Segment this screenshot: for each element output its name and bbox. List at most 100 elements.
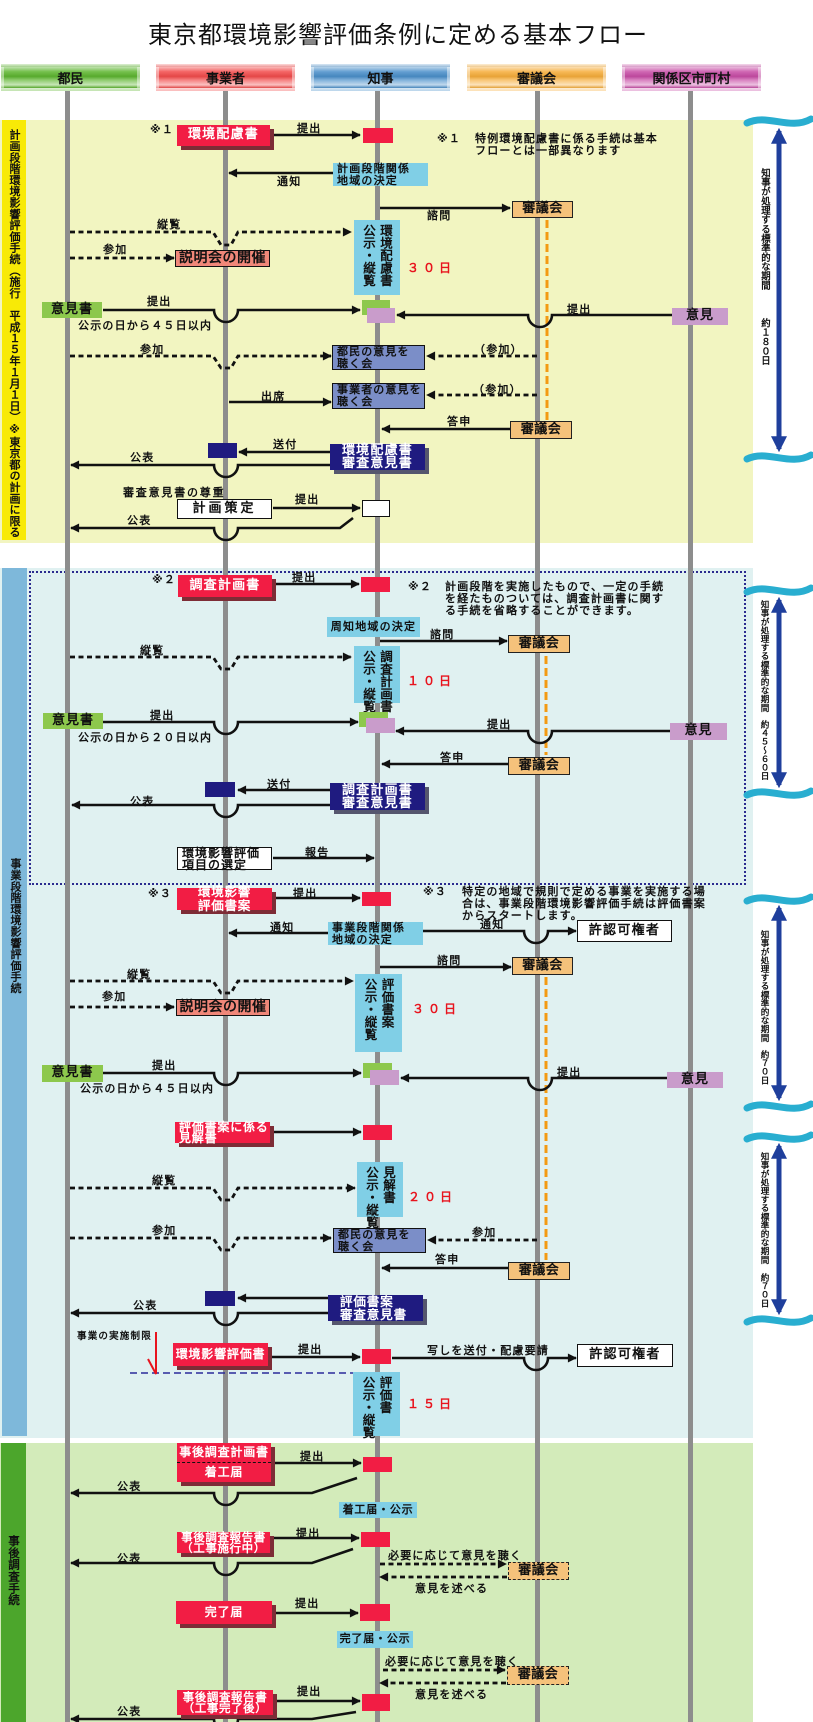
arrow-citizen-opinion — [103, 305, 361, 324]
council-participate-label: 参加 — [472, 1226, 497, 1239]
period-bracket-wave — [743, 115, 813, 127]
municipal-opinion-box: 意見 — [672, 308, 728, 325]
public-notice-text: 調査計画書 公示・縦覧 — [361, 650, 393, 713]
citizen-opinion-box: 意見書 — [42, 302, 102, 318]
arrow-inspection — [70, 227, 352, 247]
send-label: 送付 — [273, 438, 298, 451]
publish-label: 公表 — [127, 514, 152, 527]
citizen-opinion-box: 意見書 — [43, 713, 103, 729]
statement-doc: 評価書案に係る 見解書 — [175, 1121, 270, 1144]
inspection-label: 縦覧 — [140, 644, 165, 657]
lane-line-municipalities — [688, 91, 693, 1722]
municipal-opinion-box: 意見 — [670, 723, 727, 740]
arrow-join-citizen-hearing — [70, 1233, 332, 1252]
council-participate-label: （参加） — [474, 343, 523, 356]
report-label: 報告 — [305, 846, 330, 859]
review-opinion-box: 調査計画書 審査意見書 — [330, 783, 425, 810]
participate-label: 参加 — [103, 243, 128, 256]
review-receipt-marker — [205, 782, 235, 797]
consult-label: 諮問 — [430, 628, 455, 641]
footnote-mark: ※３ — [423, 885, 448, 898]
arrow-notify-authority — [423, 926, 577, 945]
participate-label: 参加 — [140, 343, 165, 356]
council-box: 審議会 — [512, 201, 573, 218]
municipal-opinion-receipt-marker — [366, 718, 395, 733]
arrow-municipal-opinion — [395, 726, 670, 745]
submit-label: 提出 — [295, 1597, 320, 1610]
public-notice-box: 見解書 公示・縦覧 — [357, 1162, 403, 1229]
council-box: 審議会 — [512, 957, 573, 975]
public-notice-box: 評価書案 公示・縦覧 — [355, 974, 402, 1052]
public-notice-text: 評価書 公示・縦覧 — [360, 1376, 393, 1439]
footnote-text: 計画段階を実施したもので、一定の手続 を経たものついては、調査計画書に関す る手… — [445, 580, 665, 617]
business-section-label: 事業段階環境影響評価手続 — [9, 858, 22, 994]
governor-receipt-marker — [363, 1457, 392, 1472]
participate-label: 参加 — [102, 990, 127, 1003]
council-report-box: 審議会 — [510, 421, 572, 439]
council-box: 審議会 — [507, 1666, 569, 1685]
governor-receipt-marker — [363, 128, 393, 143]
inspection-period: ２０日 — [408, 1190, 457, 1204]
arrow-publish-review — [70, 1308, 328, 1327]
submit-label: 提出 — [296, 1527, 321, 1540]
report-label: 答申 — [447, 415, 472, 428]
lane-header-citizens: 都民 — [1, 64, 140, 91]
submit-label: 提出 — [487, 718, 512, 731]
period-label: 知事が処理する標準的な期間 — [759, 600, 769, 712]
post-survey-plan-doc: 事後調査計画書 着工届 — [177, 1443, 271, 1482]
footnote-mark: ※２ — [408, 580, 433, 593]
permitting-authority-box: 許認可権者 — [577, 1344, 673, 1367]
notify-label: 通知 — [277, 175, 302, 188]
lane-line-governor — [375, 91, 380, 1722]
footnote-mark: ※１ — [150, 123, 175, 136]
inspection-period: ３０日 — [412, 1002, 461, 1016]
consult-label: 諮問 — [437, 954, 462, 967]
arrow-publish-start — [70, 1476, 358, 1507]
municipal-opinion-receipt-marker — [367, 308, 395, 323]
footnote-mark: ※２ — [152, 573, 177, 586]
planning-area-decision: 計画段階関係 地域の決定 — [333, 163, 428, 186]
submit-label: 提出 — [297, 122, 322, 135]
lane-header-council: 審議会 — [467, 64, 606, 91]
citizen-opinion-box: 意見書 — [42, 1065, 103, 1082]
governor-receipt-marker — [361, 1532, 390, 1547]
briefing-session-box: 説明会の開催 — [175, 250, 270, 267]
opinion-deadline: 公示の日から４５日以内 — [80, 1082, 215, 1095]
council-report-box: 審議会 — [508, 757, 570, 775]
footnote-text: 特定の地域で規則で定める事業を実施する場 合は、事業段階環境影響評価手続は評価書… — [462, 885, 706, 922]
period-bracket-wave — [743, 893, 813, 905]
arrow-inspection — [70, 1183, 356, 1202]
public-notice-text: 見解書 公示・縦覧 — [364, 1166, 396, 1229]
inspection-period: １０日 — [407, 674, 456, 688]
submit-label: 提出 — [150, 709, 175, 722]
arrow-municipal-opinion — [400, 1073, 667, 1092]
environmental-consideration-doc: 環境配慮書 — [177, 125, 270, 146]
permitting-authority-box: 許認可権者 — [577, 920, 672, 942]
diagram-title: 東京都環境影響評価条例に定める基本フロー — [148, 21, 648, 49]
review-opinion-box: 環境配慮書 審査意見書 — [330, 444, 425, 470]
public-notice-box: 環境配慮書 公示・縦覧 — [354, 220, 400, 295]
lane-header-municipalities: 関係区市町村 — [622, 64, 761, 91]
council-participate-label: （参加） — [473, 383, 522, 396]
submit-label: 提出 — [300, 1450, 325, 1463]
period-label: 知事が処理する標準的な期間 — [759, 1152, 769, 1264]
arrow-inspection — [70, 976, 354, 995]
plan-receipt-marker — [362, 500, 390, 517]
public-notice-text: 環境配慮書 公示・縦覧 — [361, 224, 393, 287]
period-label: 知事が処理する標準的な期間 — [759, 168, 770, 291]
review-receipt-marker — [208, 443, 237, 458]
inspection-label: 縦覧 — [152, 1174, 177, 1187]
publish-label: 公表 — [130, 451, 155, 464]
send-label: 送付 — [267, 778, 292, 791]
submit-label: 提出 — [557, 1066, 582, 1079]
submit-label: 提出 — [152, 1059, 177, 1072]
submit-label: 提出 — [295, 493, 320, 506]
arrow-citizen-opinion — [103, 717, 359, 736]
period-duration: 約４５～６０日 — [759, 720, 769, 781]
notification-area-decision: 周知地域の決定 — [327, 617, 420, 637]
governor-receipt-marker — [362, 1694, 390, 1711]
submit-label: 提出 — [292, 571, 317, 584]
post-survey-plan-label: 事後調査計画書 — [177, 1443, 271, 1463]
lane-line-council — [535, 91, 540, 1722]
publish-label: 公表 — [133, 1299, 158, 1312]
